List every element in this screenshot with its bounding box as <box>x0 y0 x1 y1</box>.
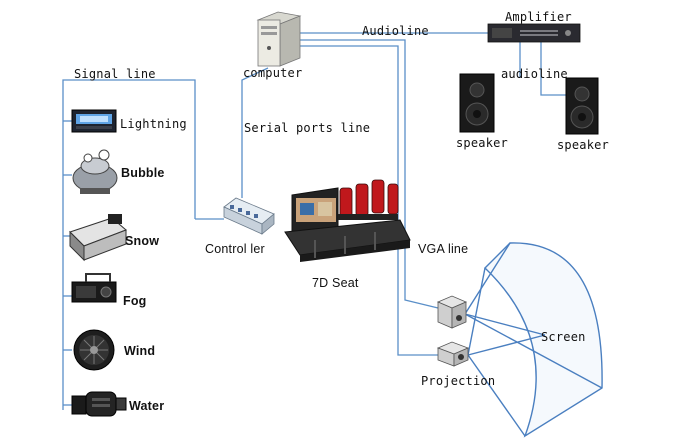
computer-icon <box>256 11 302 67</box>
fog-icon <box>71 273 117 303</box>
amplifier-icon <box>487 23 581 43</box>
fog-label: Fog <box>123 294 147 308</box>
wind-label: Wind <box>124 344 156 358</box>
signal-line-label: Signal line <box>74 67 156 81</box>
serial-ports-wire <box>241 67 269 198</box>
controller-icon <box>223 197 275 235</box>
controller-label: Control ler <box>205 242 265 256</box>
serial-ports-line-label: Serial ports line <box>244 121 371 135</box>
bubble-icon <box>72 149 118 194</box>
projection-label: Projection <box>421 374 496 388</box>
screen-label: Screen <box>541 330 586 344</box>
speaker-right-label: speaker <box>557 138 609 152</box>
computer-label: computer <box>243 66 303 80</box>
seat-7d-label: 7D Seat <box>312 276 359 290</box>
snow-icon <box>69 214 127 262</box>
speaker-right-icon <box>565 77 599 135</box>
lightning-label: Lightning <box>120 117 187 131</box>
bubble-label: Bubble <box>121 166 165 180</box>
amplifier-label: Amplifier <box>505 10 572 24</box>
vga-line-label: VGA line <box>418 242 469 256</box>
wind-icon <box>73 329 115 371</box>
lightning-icon <box>71 109 117 133</box>
water-label: Water <box>129 399 165 413</box>
projector-bottom-icon <box>436 341 470 367</box>
speaker-left-icon <box>459 73 495 133</box>
audioline-label: Audioline <box>362 24 429 38</box>
speaker-left-label: speaker <box>456 136 508 150</box>
seat-7d-icon <box>284 179 411 262</box>
snow-label: Snow <box>125 234 160 248</box>
audioline-speaker-label: audioline <box>501 67 568 81</box>
screen-shape <box>464 242 603 438</box>
vga-wire-1 <box>298 39 439 309</box>
signal-line-wire <box>62 79 196 410</box>
projector-top-icon <box>436 295 468 329</box>
water-pump-icon <box>71 391 127 417</box>
